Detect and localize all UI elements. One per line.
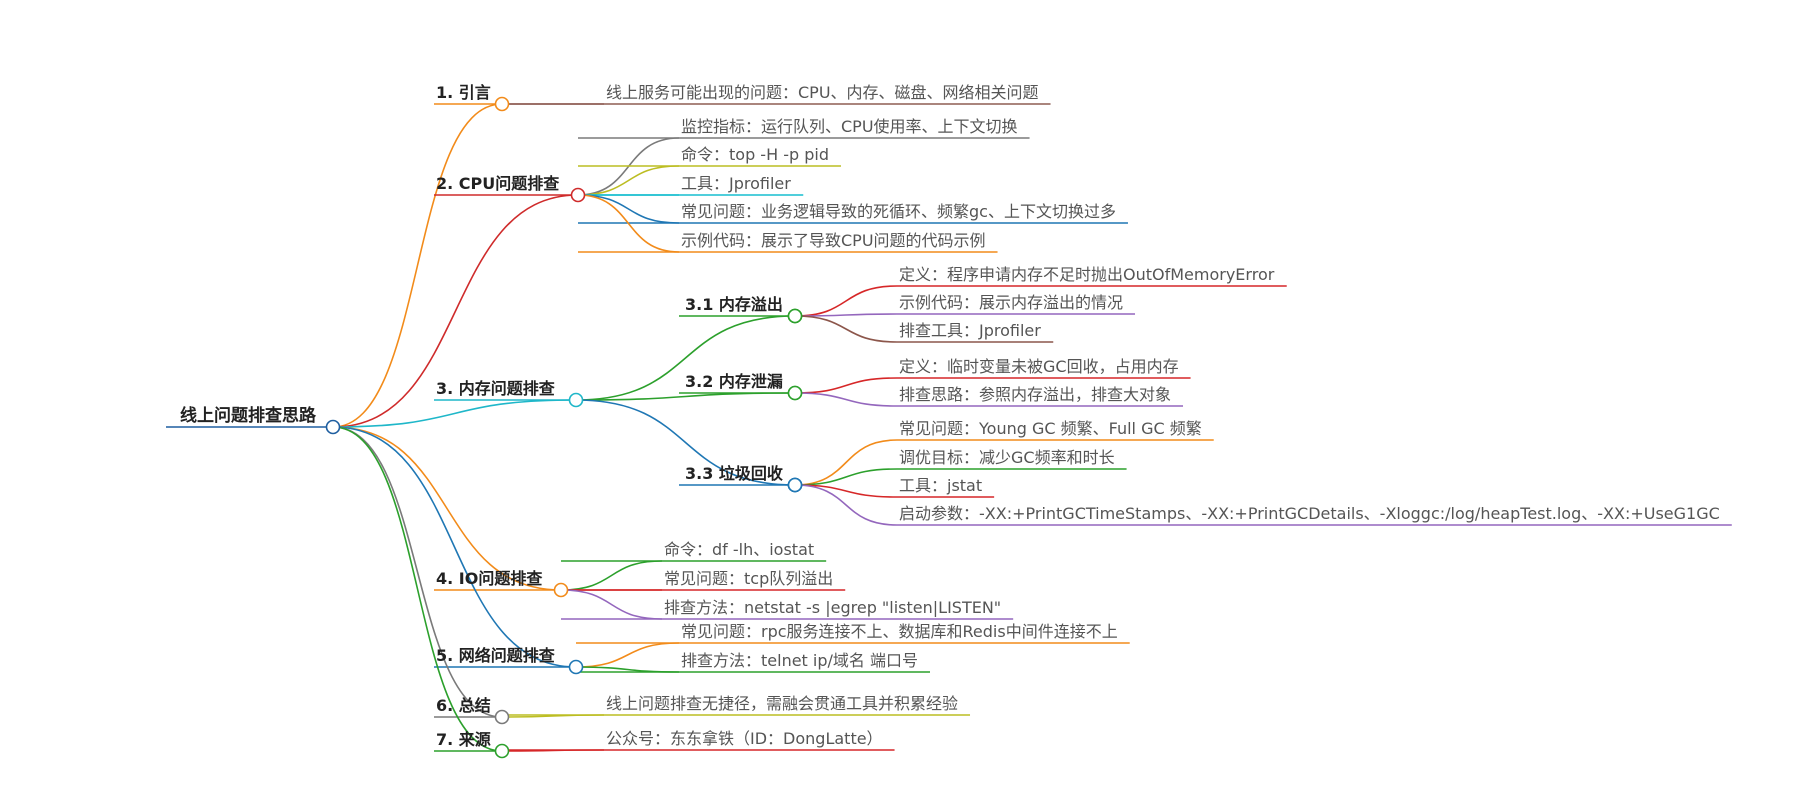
leaf-memory-2-2: 工具：jstat (899, 476, 982, 495)
leaf-cpu-0: 监控指标：运行队列、CPU使用率、上下文切换 (681, 117, 1018, 136)
branch-intro (332, 103, 503, 428)
branch-source (332, 426, 503, 752)
root-topic: 线上问题排查思路 (180, 405, 317, 426)
leaf-link-memory-0-0 (794, 285, 898, 317)
leaf-link-memory-1-0 (794, 377, 898, 394)
section-cpu: 2. CPU问题排查 (436, 174, 559, 193)
subtopic-node-memory-1[interactable] (787, 385, 803, 401)
branch-summary (332, 426, 503, 718)
subtopic-memory-1: 3.2 内存泄漏 (685, 372, 783, 391)
leaf-link-network-0 (575, 642, 680, 668)
section-memory: 3. 内存问题排查 (436, 379, 555, 398)
branch-network (332, 426, 577, 668)
branch-io (332, 426, 562, 591)
section-network: 5. 网络问题排查 (436, 646, 555, 665)
leaf-intro-0: 线上服务可能出现的问题：CPU、内存、磁盘、网络相关问题 (606, 83, 1039, 102)
subtopic-memory-2: 3.3 垃圾回收 (685, 464, 783, 483)
leaf-cpu-1: 命令：top -H -p pid (681, 145, 829, 164)
leaf-link-memory-2-0 (794, 439, 898, 486)
section-io: 4. IO问题排查 (436, 569, 542, 588)
leaf-link-memory-0-1 (794, 313, 898, 317)
subbranch-memory-2 (575, 399, 796, 486)
leaf-link-memory-1-1 (794, 392, 898, 407)
leaf-io-0: 命令：df -lh、iostat (664, 540, 814, 559)
subbranch-memory-0 (575, 315, 796, 401)
connector-layer (166, 103, 1732, 752)
leaf-io-2: 排查方法：netstat -s |egrep "listen|LISTEN" (664, 598, 1001, 617)
section-node-io[interactable] (553, 582, 569, 598)
subbranch-memory-1 (575, 392, 796, 401)
leaf-link-memory-2-2 (794, 484, 898, 498)
subtopic-node-memory-0[interactable] (787, 308, 803, 324)
leaf-summary-0: 线上问题排查无捷径，需融会贯通工具并积累经验 (606, 694, 958, 713)
section-source: 7. 来源 (436, 730, 491, 749)
leaf-memory-2-1: 调优目标：减少GC频率和时长 (899, 448, 1115, 467)
section-intro: 1. 引言 (436, 83, 491, 102)
leaf-link-io-0 (560, 560, 663, 591)
root-node[interactable] (325, 419, 341, 435)
leaf-io-1: 常见问题：tcp队列溢出 (664, 569, 833, 588)
leaf-link-cpu-3 (577, 194, 680, 224)
leaf-memory-2-0: 常见问题：Young GC 频繁、Full GC 频繁 (899, 419, 1202, 438)
leaf-link-memory-2-1 (794, 468, 898, 486)
leaf-link-memory-2-3 (794, 484, 898, 526)
section-node-intro[interactable] (494, 96, 510, 112)
leaf-memory-0-2: 排查工具：Jprofiler (899, 321, 1041, 340)
leaf-link-cpu-1 (577, 165, 680, 196)
node-layer: 线上问题排查思路 1. 引言 线上服务可能出现的问题：CPU、内存、磁盘、网络相关问… (180, 83, 1720, 759)
section-node-network[interactable] (568, 659, 584, 675)
leaf-memory-0-1: 示例代码：展示内存溢出的情况 (899, 293, 1123, 312)
leaf-link-cpu-4 (577, 194, 680, 253)
leaf-source-0: 公众号：东东拿铁（ID：DongLatte） (606, 729, 883, 748)
section-node-summary[interactable] (494, 709, 510, 725)
leaf-network-0: 常见问题：rpc服务连接不上、数据库和Redis中间件连接不上 (681, 622, 1118, 641)
section-summary: 6. 总结 (436, 696, 491, 715)
leaf-memory-2-3: 启动参数：-XX:+PrintGCTimeStamps、-XX:+PrintGC… (899, 504, 1720, 523)
leaf-memory-1-0: 定义：临时变量未被GC回收，占用内存 (899, 357, 1179, 376)
leaf-cpu-2: 工具：Jprofiler (681, 174, 791, 193)
leaf-memory-0-0: 定义：程序申请内存不足时抛出OutOfMemoryError (899, 265, 1275, 284)
leaf-link-io-2 (560, 589, 663, 620)
section-node-cpu[interactable] (570, 187, 586, 203)
section-node-source[interactable] (494, 743, 510, 759)
section-node-memory[interactable] (568, 392, 584, 408)
leaf-network-1: 排查方法：telnet ip/域名 端口号 (681, 651, 918, 670)
branch-cpu (332, 194, 579, 428)
branch-memory (332, 399, 577, 428)
leaf-link-memory-0-2 (794, 315, 898, 343)
leaf-cpu-3: 常见问题：业务逻辑导致的死循环、频繁gc、上下文切换过多 (681, 202, 1116, 221)
leaf-memory-1-1: 排查思路：参照内存溢出，排查大对象 (899, 385, 1171, 404)
subtopic-node-memory-2[interactable] (787, 477, 803, 493)
leaf-cpu-4: 示例代码：展示了导致CPU问题的代码示例 (681, 231, 986, 250)
subtopic-memory-0: 3.1 内存溢出 (685, 295, 783, 314)
